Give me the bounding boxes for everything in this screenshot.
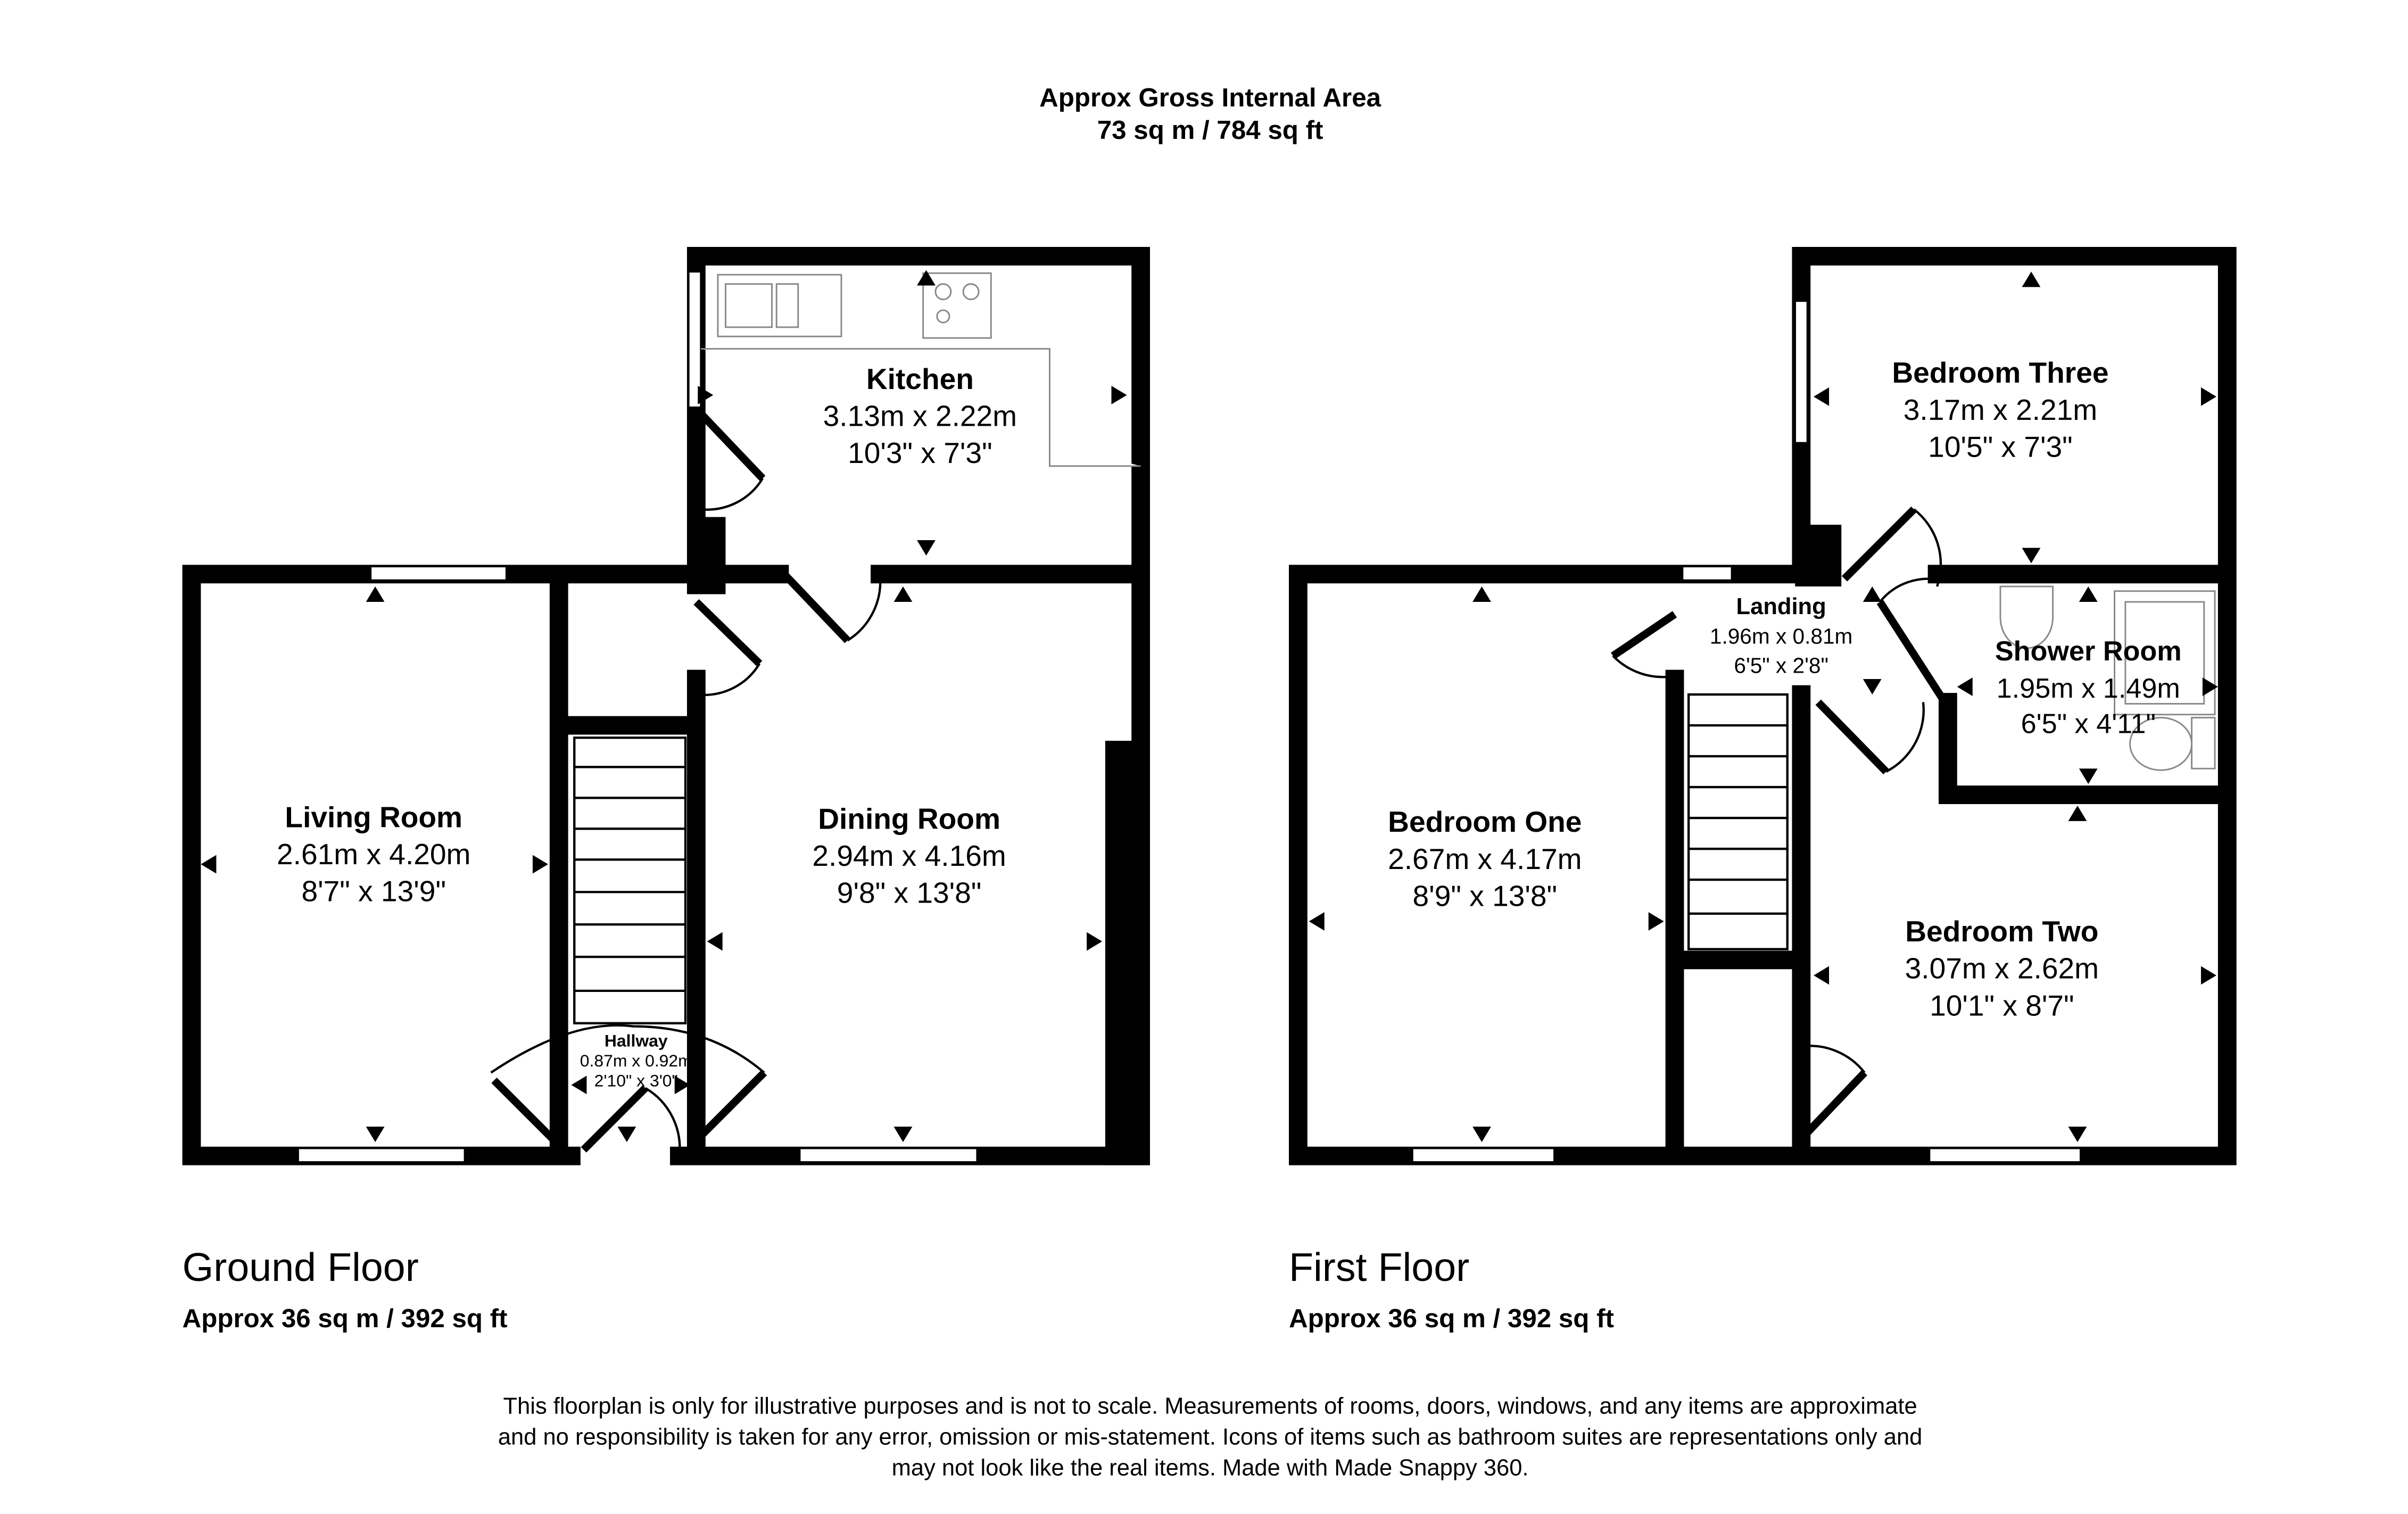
stairs (573, 737, 687, 1024)
room-living-room: Living Room 2.61m x 4.20m 8'7" x 13'9" (277, 800, 470, 907)
room-metric: 1.95m x 1.49m (1997, 673, 2180, 704)
first-floor-label: First Floor (1289, 1245, 1469, 1289)
room-metric: 2.94m x 4.16m (812, 839, 1006, 872)
room-imperial: 2'10" x 3'0" (594, 1071, 678, 1090)
room-imperial: 10'5" x 7'3" (1928, 430, 2073, 463)
room-metric: 0.87m x 0.92m (580, 1051, 692, 1070)
room-name: Living Room (285, 800, 462, 833)
room-dining-room: Dining Room 2.94m x 4.16m 9'8" x 13'8" (812, 802, 1006, 909)
room-name: Bedroom Two (1905, 915, 2098, 948)
room-imperial: 10'1" x 8'7" (1930, 989, 2074, 1022)
room-hallway: Hallway 0.87m x 0.92m 2'10" x 3'0" (580, 1031, 692, 1090)
room-name: Dining Room (818, 802, 1000, 835)
room-metric: 3.07m x 2.62m (1905, 952, 2099, 985)
first-floor-plan (1289, 247, 2237, 1165)
disclaimer-line: This floorplan is only for illustrative … (503, 1393, 1917, 1419)
room-imperial: 6'5" x 2'8" (1734, 653, 1828, 677)
room-metric: 3.13m x 2.22m (823, 399, 1017, 432)
room-imperial: 6'5" x 4'11" (2021, 709, 2156, 740)
room-bedroom-two: Bedroom Two 3.07m x 2.62m 10'1" x 8'7" (1905, 915, 2099, 1022)
room-imperial: 9'8" x 13'8" (837, 876, 982, 909)
ground-floor-plan (182, 247, 1150, 1165)
room-bedroom-three: Bedroom Three 3.17m x 2.21m 10'5" x 7'3" (1892, 356, 2108, 463)
room-name: Hallway (605, 1031, 668, 1050)
room-imperial: 8'9" x 13'8" (1413, 879, 1558, 912)
room-landing: Landing 1.96m x 0.81m 6'5" x 2'8" (1710, 594, 1853, 677)
room-name: Kitchen (866, 362, 974, 395)
stairs (1687, 693, 1789, 950)
room-shower-room: Shower Room 1.95m x 1.49m 6'5" x 4'11" (1995, 636, 2182, 739)
room-name: Bedroom One (1388, 805, 1582, 838)
ground-floor-area: Approx 36 sq m / 392 sq ft (183, 1304, 508, 1333)
disclaimer-line: and no responsibility is taken for any e… (498, 1424, 1923, 1450)
header-area: 73 sq m / 784 sq ft (1097, 115, 1323, 145)
room-metric: 2.61m x 4.20m (277, 838, 470, 871)
shower-tray-icon (2114, 590, 2216, 716)
kitchen-sink-icon (717, 274, 842, 337)
room-name: Shower Room (1995, 636, 2182, 667)
room-name: Landing (1736, 594, 1826, 619)
hob-icon (922, 272, 992, 339)
room-metric: 3.17m x 2.21m (1904, 393, 2097, 426)
header-title: Approx Gross Internal Area (1039, 83, 1381, 112)
room-kitchen: Kitchen 3.13m x 2.22m 10'3" x 7'3" (823, 362, 1017, 469)
room-imperial: 10'3" x 7'3" (848, 436, 992, 469)
first-floor-area: Approx 36 sq m / 392 sq ft (1289, 1304, 1614, 1333)
disclaimer-line: may not look like the real items. Made w… (892, 1455, 1529, 1480)
toilet-icon (2129, 717, 2216, 771)
room-imperial: 8'7" x 13'9" (301, 875, 446, 908)
room-metric: 1.96m x 0.81m (1710, 624, 1853, 648)
room-metric: 2.67m x 4.17m (1388, 842, 1582, 875)
basin-icon (1999, 585, 2054, 649)
ground-floor-label: Ground Floor (183, 1245, 419, 1289)
dimension-arrows (201, 270, 2218, 1143)
room-name: Bedroom Three (1892, 356, 2108, 389)
room-bedroom-one: Bedroom One 2.67m x 4.17m 8'9" x 13'8" (1388, 805, 1582, 912)
